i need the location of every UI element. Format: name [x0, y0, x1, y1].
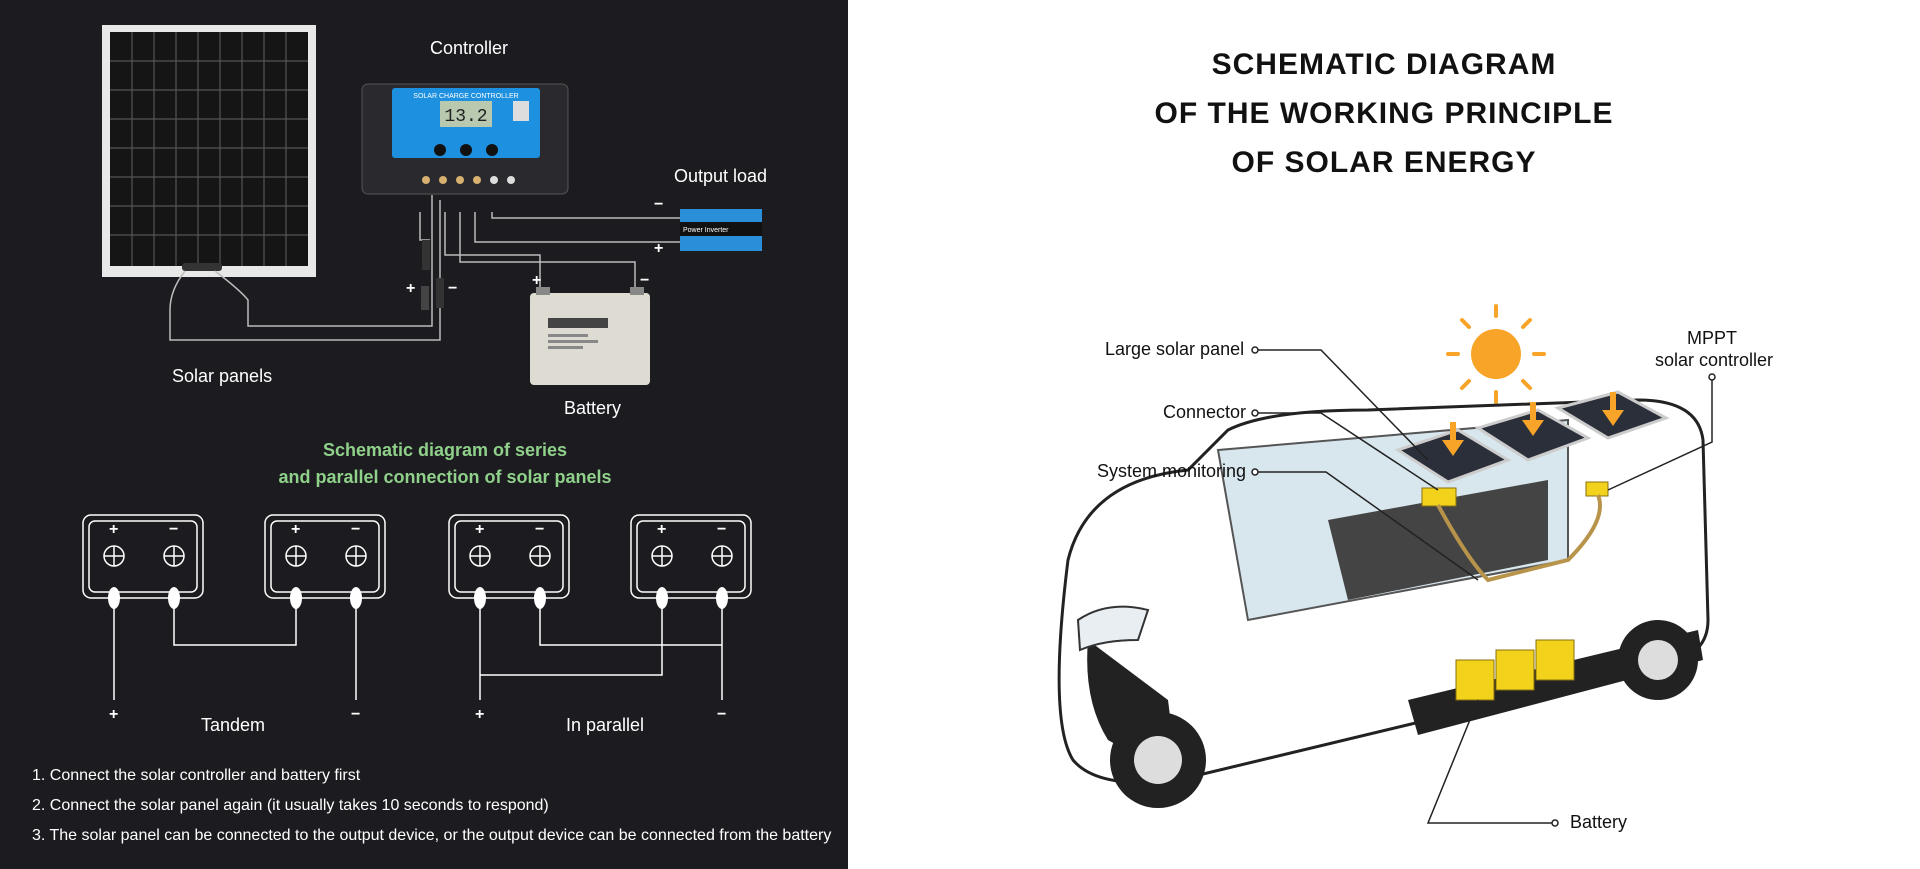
- power-inverter: Power Inverter: [680, 209, 762, 251]
- parallel-panel-1-minus: −: [535, 521, 544, 539]
- tandem-label: Tandem: [201, 715, 265, 736]
- callout-system-monitoring: System monitoring: [1097, 461, 1246, 482]
- parallel-panel-2-plus: +: [657, 521, 666, 539]
- schematic-title-line-1: Schematic diagram of series: [0, 440, 890, 461]
- tandem-output-minus: −: [351, 706, 360, 724]
- inverter-text: Power Inverter: [683, 227, 729, 234]
- connector-plus-sign: +: [406, 280, 415, 298]
- parallel-panel-2-minus: −: [717, 521, 726, 539]
- solar-panels-label: Solar panels: [172, 366, 272, 387]
- callout-mppt-line-2: solar controller: [1655, 350, 1773, 371]
- battery-minus-sign: −: [640, 272, 649, 290]
- right-panel: SCHEMATIC DIAGRAM OF THE WORKING PRINCIP…: [848, 0, 1920, 869]
- mppt-controller-box: [1586, 482, 1608, 496]
- schematic-title-line-2: and parallel connection of solar panels: [0, 467, 890, 488]
- battery-label: Battery: [564, 398, 621, 419]
- tandem-panel-2-minus: −: [351, 521, 360, 539]
- solar-panel-illustration: [102, 25, 316, 277]
- charge-controller-device: SOLAR CHARGE CONTROLLER 13.2: [362, 84, 568, 194]
- series-parallel-schematic: [83, 515, 751, 700]
- parallel-label: In parallel: [566, 715, 644, 736]
- callout-battery: Battery: [1570, 812, 1627, 833]
- callout-connector: Connector: [1163, 402, 1246, 423]
- tandem-panel-1-plus: +: [109, 521, 118, 539]
- battery-illustration: [530, 287, 650, 385]
- van-illustration: [848, 0, 1920, 869]
- connector-box: [1422, 488, 1456, 506]
- controller-display: 13.2: [444, 107, 487, 127]
- output-load-label: Output load: [674, 166, 767, 187]
- parallel-output-minus: −: [717, 706, 726, 724]
- controller-label: Controller: [430, 38, 508, 59]
- tandem-panel-1-minus: −: [169, 521, 178, 539]
- step-2: 2. Connect the solar panel again (it usu…: [32, 797, 549, 815]
- left-diagram: SOLAR CHARGE CONTROLLER 13.2 Power Inver…: [0, 0, 848, 869]
- step-3: 3. The solar panel can be connected to t…: [32, 827, 831, 845]
- step-1: 1. Connect the solar controller and batt…: [32, 767, 360, 785]
- load-plus-sign: +: [654, 240, 663, 258]
- controller-header: SOLAR CHARGE CONTROLLER: [413, 93, 518, 100]
- tandem-panel-2-plus: +: [291, 521, 300, 539]
- load-minus-sign: −: [654, 196, 663, 214]
- terminal-nodes: [108, 587, 728, 609]
- parallel-panel-1-plus: +: [475, 521, 484, 539]
- parallel-output-plus: +: [475, 706, 484, 724]
- connector-minus-sign: −: [448, 280, 457, 298]
- sun-icon: [1448, 306, 1544, 402]
- battery-plus-sign: +: [532, 272, 541, 290]
- left-panel: SOLAR CHARGE CONTROLLER 13.2 Power Inver…: [0, 0, 848, 869]
- callout-large-solar-panel: Large solar panel: [1105, 339, 1244, 360]
- callout-mppt-line-1: MPPT: [1687, 328, 1737, 349]
- tandem-output-plus: +: [109, 706, 118, 724]
